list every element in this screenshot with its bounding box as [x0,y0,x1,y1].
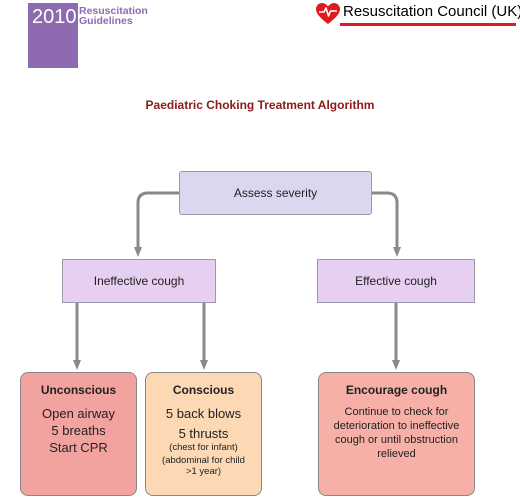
encourage-instructions: Continue to check for deterioration to i… [333,406,460,460]
connector-assess-to-effective [372,191,401,257]
unconscious-title: Unconscious [40,383,117,397]
page-title: Paediatric Choking Treatment Algorithm [145,98,375,112]
connector-assess-to-ineffective [134,191,179,257]
unconscious-step: 5 breaths [51,423,106,438]
assess-severity-node: Assess severity [179,171,372,215]
conscious-step-back-blows: 5 back blows [165,406,242,421]
badge-line-1: Resuscitation [79,5,148,17]
conscious-step-thrusts: 5 thrusts [178,426,229,441]
heart-logo-icon [316,3,340,24]
organisation-underline [340,23,516,26]
encourage-cough-node: Encourage cough Continue to check for de… [318,372,475,496]
unconscious-step: Open airway [42,406,115,421]
effective-cough-node: Effective cough [317,259,475,303]
badge-line-2: Guidelines [79,15,133,27]
conscious-node: Conscious 5 back blows 5 thrusts (chest … [145,372,262,496]
ineffective-cough-node: Ineffective cough [62,259,216,303]
conscious-title: Conscious [172,383,235,397]
conscious-note-infant: (chest for infant) [169,442,238,453]
guidelines-badge [28,3,78,68]
unconscious-node: Unconscious Open airway 5 breaths Start … [20,372,137,496]
badge-year: 2010 [32,6,77,28]
badge-guidelines-text: Resuscitation Guidelines [79,5,148,27]
organisation-name: Resuscitation Council (UK) [343,3,520,20]
conscious-note-child: (abdominal for child >1 year) [162,455,245,477]
unconscious-step: Start CPR [49,440,108,455]
encourage-title: Encourage cough [345,383,448,397]
